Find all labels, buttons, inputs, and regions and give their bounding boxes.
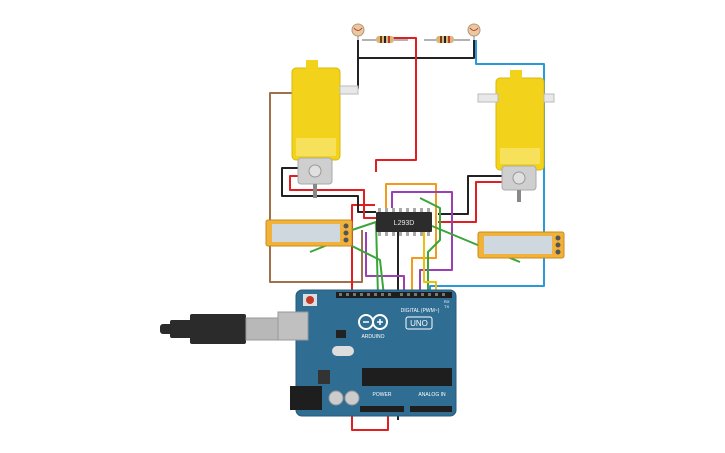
wheel-encoder-right[interactable]: [477, 231, 565, 259]
dc-motor-right[interactable]: [477, 70, 555, 202]
wire-motor-left-black: [281, 167, 376, 213]
power-header-label: POWER: [373, 392, 392, 398]
arduino-logo-icon: [358, 314, 388, 330]
wire-green-2: [309, 239, 385, 297]
wire-motor-left-red: [289, 175, 376, 219]
tx-label: TX: [444, 304, 449, 309]
wire-yellow: [423, 230, 437, 296]
wire-blue: [429, 40, 545, 300]
wire-motor-right-red: [438, 181, 502, 223]
uno-badge: UNO: [410, 319, 428, 328]
wire-green-4: [419, 197, 441, 296]
wire-brown: [269, 92, 363, 283]
wheel-encoder-left[interactable]: [265, 219, 353, 247]
digital-header-label: DIGITAL (PWM~): [401, 308, 440, 314]
resistor-left[interactable]: [362, 36, 408, 43]
analog-header-label: ANALOG IN: [418, 392, 446, 398]
dc-motor-left[interactable]: [291, 60, 359, 198]
wires: [269, 37, 545, 431]
usb-cable[interactable]: [160, 314, 279, 344]
wire-red-loop: [351, 204, 389, 431]
wire-orange: [385, 183, 437, 296]
wire-purple-1: [391, 191, 453, 296]
arduino-logo-text: ARDUINO: [361, 334, 384, 340]
wire-black-left-motor: [346, 58, 359, 89]
ic-label: L293D: [394, 220, 415, 227]
motor-driver-ic[interactable]: L293D: [376, 208, 432, 236]
rx-label: RX: [444, 299, 450, 304]
resistor-right[interactable]: [424, 36, 470, 43]
photoresistor-right[interactable]: [467, 23, 481, 40]
arduino-uno[interactable]: DIGITAL (PWM~) TX RX UNO ARDUINO POWER A…: [277, 289, 457, 417]
wire-red-top: [375, 37, 417, 172]
photoresistor-left[interactable]: [351, 23, 365, 40]
